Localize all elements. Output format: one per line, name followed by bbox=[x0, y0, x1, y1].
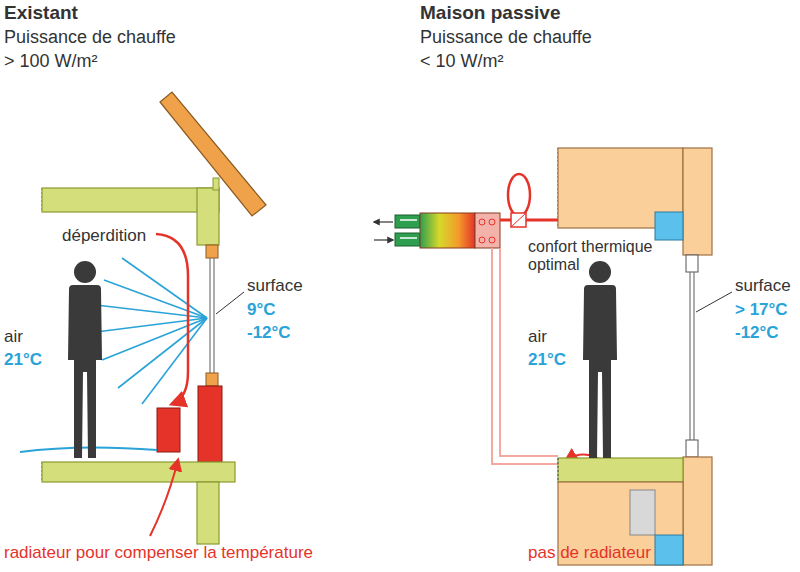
ray bbox=[96, 305, 207, 318]
person bbox=[68, 261, 102, 458]
window-glass bbox=[213, 258, 214, 373]
subheading: Puissance de chauffe bbox=[420, 27, 592, 48]
leader-line bbox=[216, 292, 244, 314]
structure bbox=[655, 535, 683, 565]
fan bbox=[489, 237, 495, 243]
window-glass bbox=[209, 258, 210, 373]
cut-line bbox=[558, 458, 559, 482]
post-heater bbox=[511, 213, 526, 227]
wall-top bbox=[213, 178, 219, 190]
ceiling-slab bbox=[42, 188, 219, 212]
duct-line bbox=[400, 219, 417, 221]
person bbox=[583, 261, 617, 458]
callout-label: air bbox=[4, 327, 23, 347]
window-glass bbox=[689, 272, 690, 440]
subheading: Puissance de chauffe bbox=[4, 27, 176, 48]
duct-line bbox=[400, 237, 417, 239]
intake-arrow bbox=[374, 239, 393, 240]
floor-slab bbox=[558, 458, 683, 482]
callout-label: surface bbox=[735, 276, 791, 296]
callout-label: air bbox=[528, 327, 547, 347]
insulated-wall bbox=[683, 457, 712, 565]
duct bbox=[475, 213, 500, 248]
radiation-rays bbox=[96, 258, 207, 404]
temperature-value: -12°C bbox=[247, 323, 291, 343]
callout-label: déperdition bbox=[62, 226, 146, 246]
fan bbox=[479, 219, 485, 225]
floor-slab bbox=[42, 462, 235, 482]
leader-line bbox=[696, 292, 732, 312]
temperature-value: 9°C bbox=[247, 300, 276, 320]
heat-loss-arrow bbox=[156, 234, 188, 404]
structure bbox=[655, 212, 683, 240]
callout-label: confort thermique optimal bbox=[528, 238, 663, 275]
panel-heading: Existant bbox=[4, 2, 78, 24]
callout-label: surface bbox=[247, 276, 303, 296]
heating-power: > 100 W/m² bbox=[4, 51, 98, 72]
post-heater bbox=[511, 213, 526, 227]
lintel bbox=[197, 188, 219, 245]
temperature-value: 21°C bbox=[528, 350, 566, 370]
duct bbox=[395, 215, 420, 228]
fan bbox=[479, 237, 485, 243]
temperature-value: -12°C bbox=[735, 323, 779, 343]
window-frame bbox=[206, 373, 218, 386]
temperature-value: > 17°C bbox=[735, 300, 788, 320]
supply-pipe bbox=[500, 219, 560, 222]
window-frame bbox=[686, 440, 698, 457]
ray bbox=[142, 318, 207, 404]
heater-highlight bbox=[508, 174, 530, 216]
existing-building bbox=[20, 92, 266, 544]
window-frame bbox=[686, 255, 698, 272]
heating-power: < 10 W/m² bbox=[420, 51, 504, 72]
temperature-value: 21°C bbox=[4, 350, 42, 370]
callout-arrow bbox=[150, 460, 178, 536]
passive-house bbox=[374, 148, 732, 565]
structure bbox=[630, 490, 655, 535]
insulated-wall bbox=[683, 148, 712, 255]
parapet-wall bbox=[198, 386, 222, 462]
exhaust-arrow bbox=[374, 221, 393, 222]
radiator bbox=[157, 408, 180, 452]
fan bbox=[489, 219, 495, 225]
heat-recovery-unit bbox=[420, 213, 475, 248]
window-glass bbox=[693, 272, 694, 440]
duct bbox=[395, 233, 420, 246]
callout-label: pas de radiateur bbox=[528, 543, 651, 563]
callout-label: radiateur pour compenser la température bbox=[4, 543, 313, 563]
panel-heading: Maison passive bbox=[420, 2, 560, 24]
wall-below bbox=[197, 482, 219, 544]
window-frame bbox=[206, 245, 218, 258]
